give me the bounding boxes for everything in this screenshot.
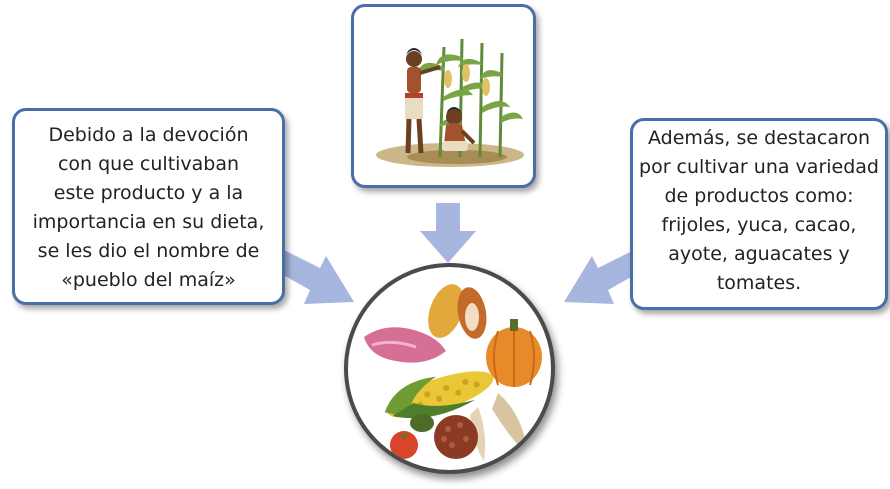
text-line: se les dio el nombre de <box>37 240 260 262</box>
devotion-text-box: Debido a la devoción con que cultivaban … <box>12 108 285 305</box>
text-line: importancia en su dieta, <box>32 211 265 233</box>
maize-farmers-image-box <box>351 4 536 188</box>
crops-plate-icon <box>364 284 542 461</box>
text-line: Debido a la devoción <box>48 124 249 146</box>
text-line: ayote, aguacates y <box>668 243 850 265</box>
products-text-box: Además, se destacaron por cultivar una v… <box>630 118 888 310</box>
arrow-left-down-icon <box>564 250 640 304</box>
text-line: «pueblo del maíz» <box>61 269 236 291</box>
arrow-right-down-icon <box>278 250 354 304</box>
text-line: con que cultivaban <box>57 153 240 175</box>
text-line: de productos como: <box>664 185 854 207</box>
maize-farmers-icon <box>376 38 524 167</box>
text-line: Además, se destacaron <box>647 127 871 149</box>
text-line: por cultivar una variedad <box>639 156 879 178</box>
crops-plate-image <box>344 263 555 474</box>
text-line: frijoles, yuca, cacao, <box>661 214 857 236</box>
text-line: tomates. <box>716 272 802 294</box>
text-line: este producto y a la <box>53 182 244 204</box>
arrow-down-icon <box>420 203 476 263</box>
